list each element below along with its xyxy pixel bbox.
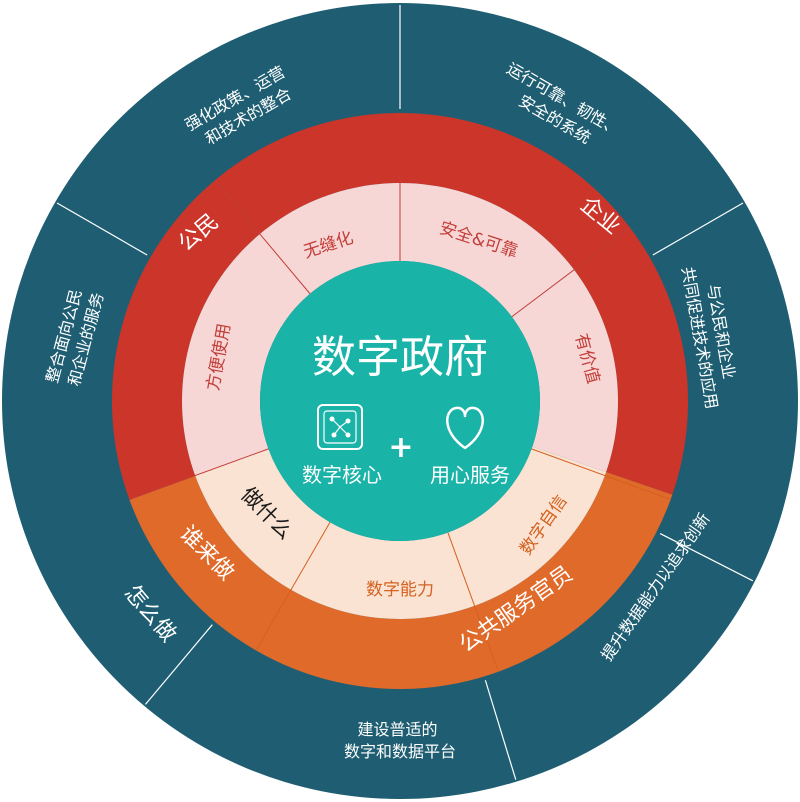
- middle-ring-red-half: [111, 112, 689, 500]
- inner-divider-line: [129, 448, 269, 500]
- outer-divider-line: [56, 202, 148, 256]
- inner-divider-line: [511, 227, 631, 318]
- outer-divider-line: [652, 202, 744, 256]
- center-title: 数字政府: [312, 332, 488, 383]
- inner-divider-line: [531, 448, 671, 500]
- plus-sign: +: [388, 430, 413, 465]
- inner-band-peach: [195, 446, 607, 619]
- circuit-chip-icon: [317, 404, 363, 450]
- center-circle: [260, 261, 540, 541]
- outer-divider-line: [659, 533, 754, 582]
- center-right-label: 用心服务: [430, 463, 510, 487]
- inner-band-pink: [181, 182, 619, 476]
- outer-divider-line: [484, 680, 517, 780]
- inner-divider-line: [214, 180, 311, 295]
- heart-icon: [446, 406, 484, 450]
- outer-text-bottom: 建设普适的 数字和数据平台: [344, 720, 456, 761]
- outer-divider-line: [144, 624, 213, 705]
- inner-divider-line: [447, 532, 499, 672]
- inner-band-dividers: [129, 113, 671, 672]
- center-left-label: 数字核心: [302, 463, 382, 487]
- inner-label-digital-capability: 数字能力: [366, 580, 434, 600]
- inner-divider-line: [255, 521, 331, 651]
- outer-ring-dividers: [56, 5, 754, 780]
